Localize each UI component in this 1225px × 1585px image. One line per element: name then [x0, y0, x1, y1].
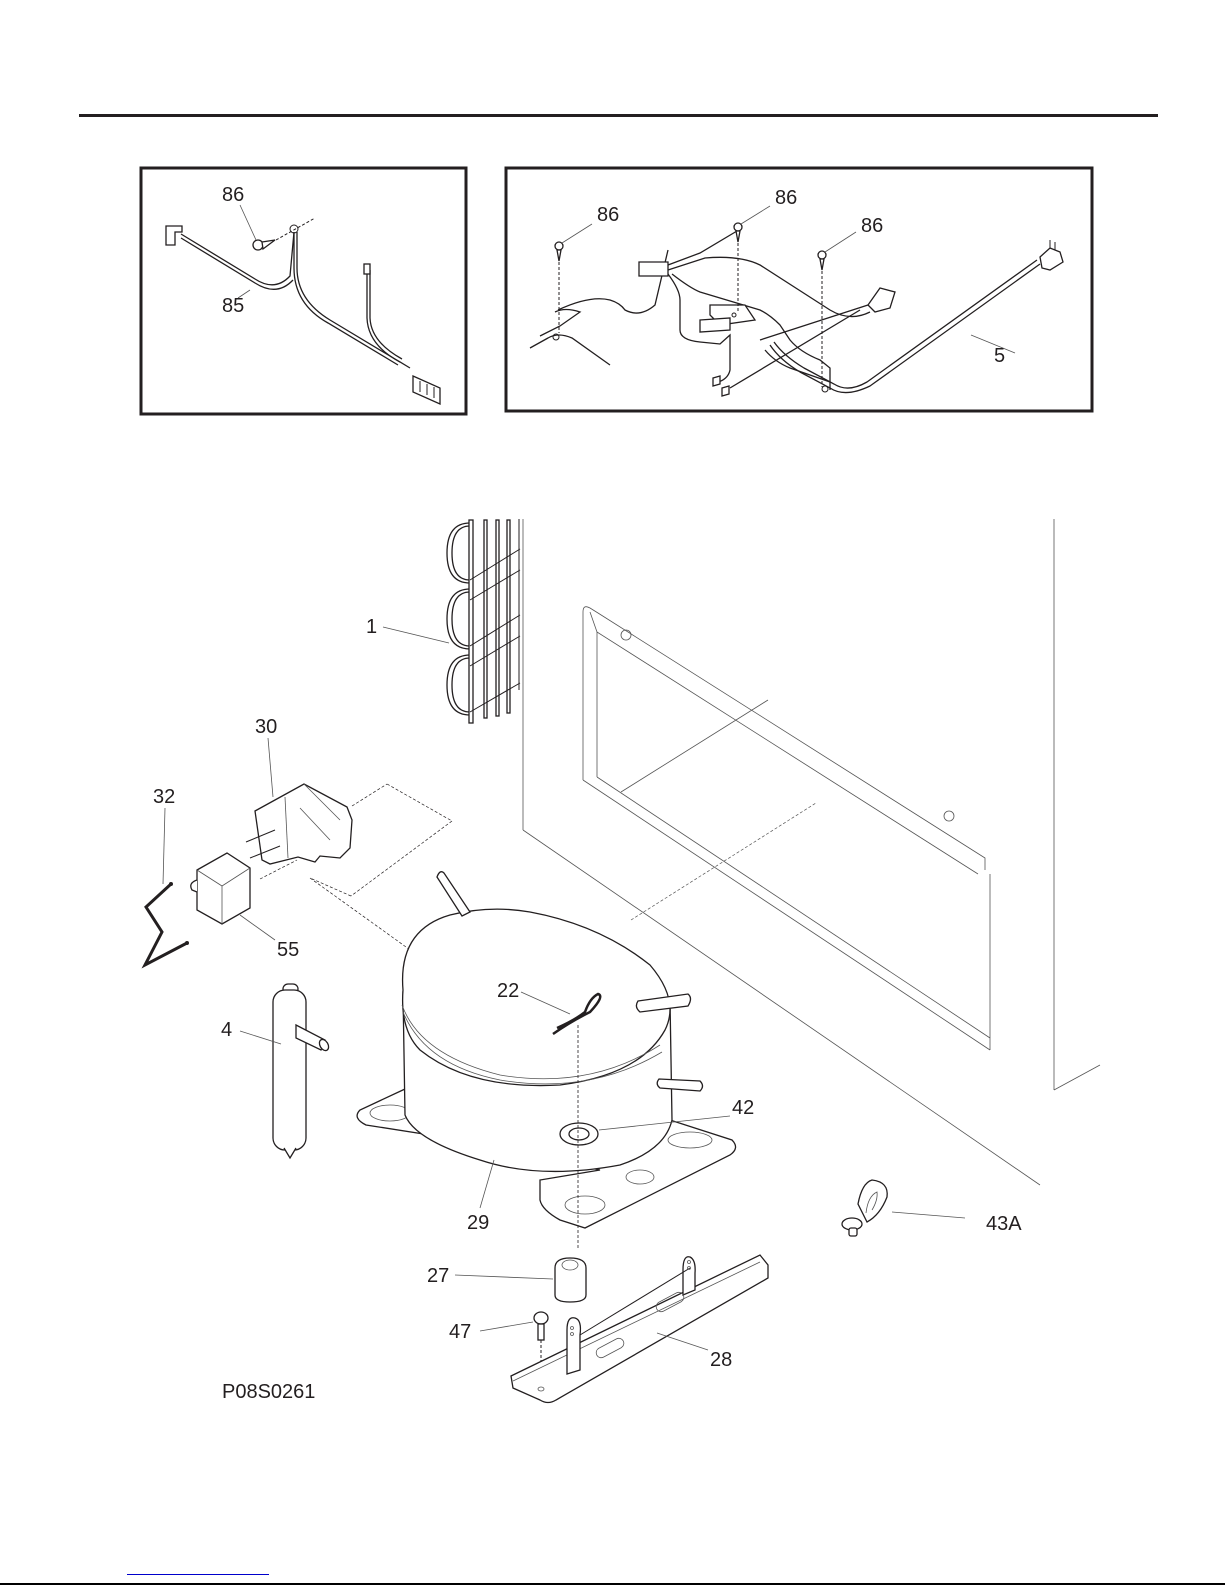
leader-30: [268, 738, 273, 797]
wire-harness-85: [166, 225, 440, 404]
callout-86: 86: [222, 184, 244, 206]
condenser-1: [447, 519, 520, 723]
leader-43a: [892, 1212, 965, 1218]
overload-55: [191, 853, 250, 924]
clamp-43a: [842, 1180, 887, 1236]
diagram-code: P08S0261: [222, 1381, 315, 1403]
drier-4: [273, 984, 330, 1158]
leader-28: [657, 1333, 708, 1350]
callout-86: 86: [775, 187, 797, 209]
callout-30: 30: [255, 716, 277, 738]
leader-1: [383, 627, 449, 643]
leader-29: [480, 1160, 494, 1208]
callout-86: 86: [861, 215, 883, 237]
base-rail-28: [511, 1255, 768, 1403]
clip-32: [145, 882, 189, 965]
callout-47: 47: [449, 1321, 471, 1343]
callout-27: 27: [427, 1265, 449, 1287]
callout-29: 29: [467, 1212, 489, 1234]
callout-85: 85: [222, 295, 244, 317]
callout-1: 1: [366, 616, 377, 638]
leader-5: [971, 335, 1015, 353]
grommet-mount-27: [555, 1258, 586, 1302]
callout-42: 42: [732, 1097, 754, 1119]
callout-28: 28: [710, 1349, 732, 1371]
callout-5: 5: [994, 345, 1005, 367]
callout-55: 55: [277, 939, 299, 961]
leader-32: [163, 808, 165, 884]
inset-left: 86 85: [141, 168, 466, 414]
compressor-29: [357, 872, 735, 1250]
callout-43a: 43A: [986, 1213, 1022, 1235]
footer-link-underline[interactable]: [127, 1574, 269, 1575]
wire-harness-5: [530, 228, 1063, 396]
screw-86-left: [240, 205, 315, 250]
relay-30: [246, 784, 452, 952]
callout-22: 22: [497, 980, 519, 1002]
leader-55: [240, 915, 275, 940]
callout-4: 4: [221, 1019, 232, 1041]
leader-47: [480, 1322, 533, 1331]
inset-left-frame: [141, 168, 466, 414]
callout-32: 32: [153, 786, 175, 808]
inset-right: 86 86 86 5: [506, 168, 1092, 411]
callout-86: 86: [597, 204, 619, 226]
leader-27: [455, 1275, 553, 1279]
